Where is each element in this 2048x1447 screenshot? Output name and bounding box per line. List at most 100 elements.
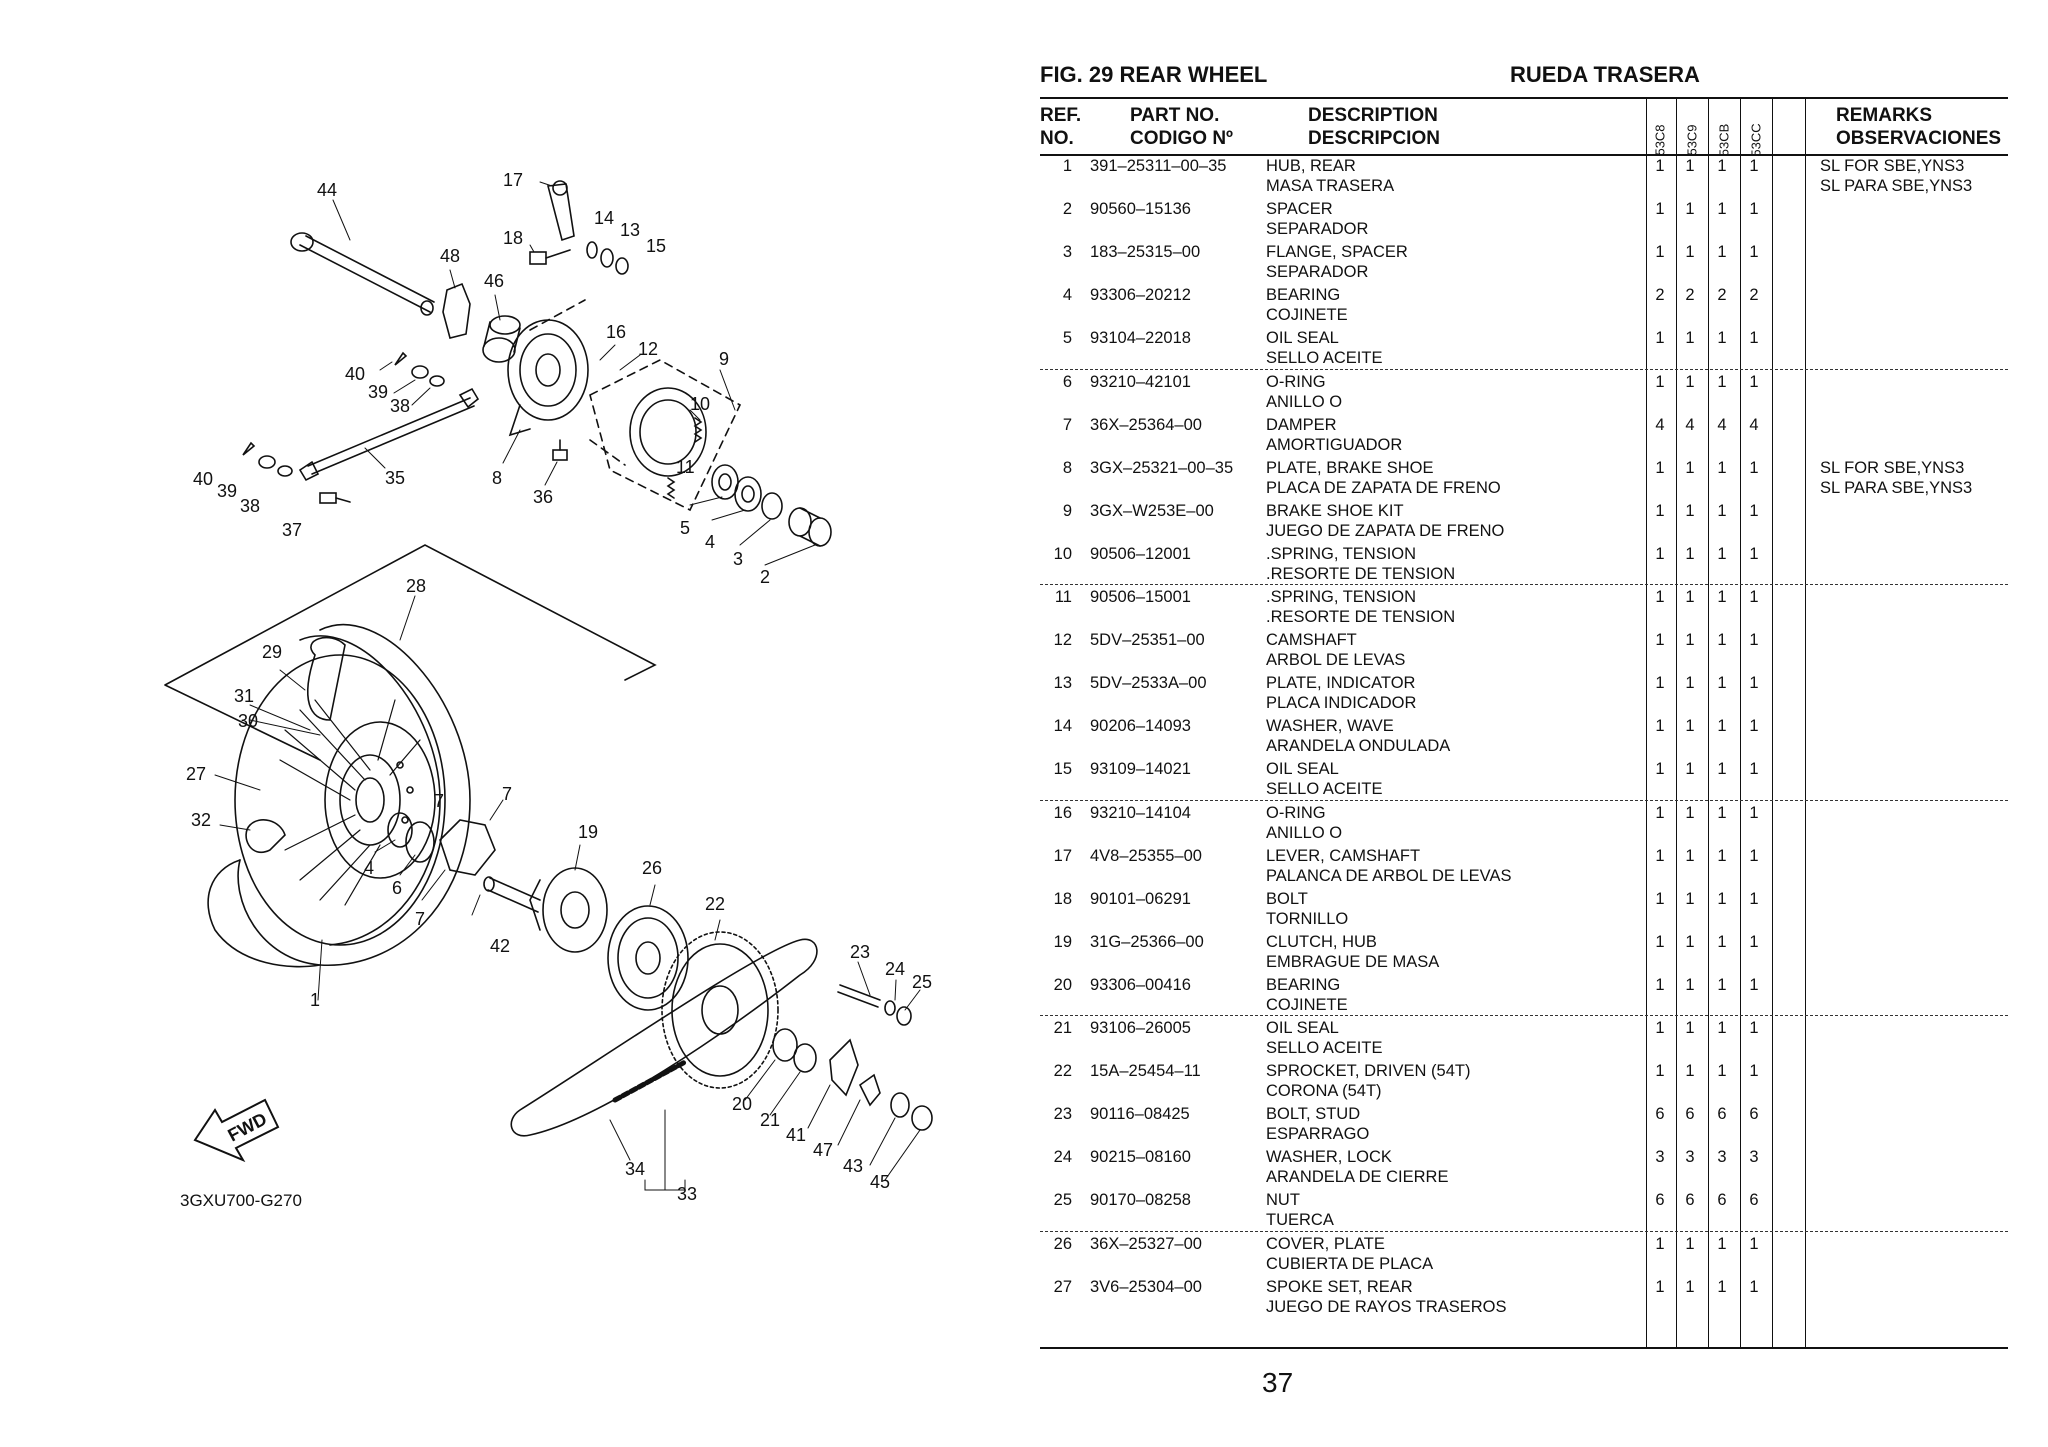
description-es-cell: JUEGO DE ZAPATA DE FRENO [1266,521,1505,540]
callout: 44 [317,180,337,200]
chain-drawing [510,938,818,1137]
callout: 1 [310,990,320,1010]
quantity-cell: 1 [1655,458,1665,477]
quantity-cell: 1 [1685,588,1695,606]
quantity-cell: 2 [1717,286,1727,305]
quantity-cell: 1 [1685,544,1695,563]
description-en-cell: SPROCKET, DRIVEN (54T) [1266,1062,1471,1081]
quantity-cell: 1 [1685,760,1695,779]
ref-cell: 9 [1062,501,1072,520]
description-en-cell: OIL SEAL [1266,329,1339,348]
remark-es-cell: SL PARA SBE,YNS3 [1820,177,1973,195]
col-header-description: DESCRIPTION DESCRIPCION [1308,105,1440,149]
callout: 23 [850,942,870,962]
quantity-cell: 1 [1749,846,1759,865]
quantity-cell: 4 [1655,415,1665,434]
part-number-cell: 183–25315–00 [1090,243,1201,262]
quantity-cell: 2 [1685,286,1695,305]
quantity-cell: 1 [1749,372,1759,391]
quantity-cell: 4 [1685,415,1695,434]
part-number-cell: 3GX–W253E–00 [1090,501,1214,520]
callout: 12 [638,339,658,359]
group-divider [1040,368,2008,370]
callout: 4 [364,858,374,878]
ref-cell: 10 [1053,544,1072,563]
quantity-cell: 6 [1685,1105,1695,1124]
callout: 43 [843,1156,863,1176]
quantity-cell: 1 [1685,803,1695,822]
callout: 36 [533,487,553,507]
part-number-cell: 90560–15136 [1090,200,1191,219]
callout: 7 [502,784,512,804]
quantity-cell: 1 [1685,631,1695,650]
quantity-cell: 1 [1655,372,1665,391]
quantity-cell: 1 [1717,932,1727,951]
figure-title: FIG. 29 REAR WHEEL [1040,62,1268,87]
part-number-cell: 93210–42101 [1090,372,1191,391]
description-es-cell: ARANDELA DE CIERRE [1266,1168,1449,1187]
quantity-cell: 6 [1685,1191,1695,1210]
callout: 45 [870,1172,890,1192]
ref-cell: 5 [1062,329,1072,348]
quantity-cell: 1 [1749,1062,1759,1081]
callout: 48 [440,246,460,266]
ref-cell: 20 [1053,975,1072,994]
description-es-cell: CUBIERTA DE PLACA [1266,1254,1434,1273]
ref-cell: 24 [1053,1148,1072,1167]
quantity-cell: 1 [1749,329,1759,348]
quantity-cell: 1 [1655,329,1665,348]
quantity-cell: 1 [1717,717,1727,736]
callout: 26 [642,858,662,878]
callout: 34 [625,1159,645,1179]
quantity-cell: 1 [1717,329,1727,348]
quantity-cell: 1 [1717,803,1727,822]
callout: 29 [262,642,282,662]
description-en-cell: BRAKE SHOE KIT [1266,501,1404,520]
quantity-cell: 1 [1717,1234,1727,1253]
col-header-ref: REF. NO. [1040,105,1082,149]
quantity-cell: 1 [1655,674,1665,693]
callout: 18 [503,228,523,248]
quantity-cell: 4 [1717,415,1727,434]
description-en-cell: NUT [1266,1191,1300,1210]
description-es-cell: COJINETE [1266,306,1348,325]
part-number-cell: 93104–22018 [1090,329,1191,348]
callout: 24 [885,959,905,979]
quantity-cell: 1 [1749,631,1759,650]
quantity-cell: 3 [1717,1148,1727,1167]
description-en-cell: .SPRING, TENSION [1266,544,1417,563]
quantity-cell: 1 [1717,501,1727,520]
quantity-cell: 6 [1717,1191,1727,1210]
quantity-cell: 1 [1717,1062,1727,1081]
wheel-drawing [207,623,471,968]
part-number-cell: 93106–26005 [1090,1019,1191,1037]
callout: 33 [677,1184,697,1204]
callout: 2 [760,567,770,587]
wheel-assembly-frame [164,544,657,761]
quantity-cell: 1 [1685,889,1695,908]
description-es-cell: JUEGO DE RAYOS TRASEROS [1266,1297,1507,1316]
quantity-cell: 1 [1655,544,1665,563]
quantity-cell: 1 [1749,932,1759,951]
description-en-cell: FLANGE, SPACER [1266,243,1408,262]
ref-cell: 16 [1053,803,1072,822]
bracket-drawing [442,282,471,339]
description-es-cell: .RESORTE DE TENSION [1266,608,1456,626]
callout: 22 [705,894,725,914]
ref-cell: 23 [1053,1105,1072,1124]
part-number-cell: 31G–25366–00 [1090,932,1204,951]
quantity-cell: 2 [1749,286,1759,305]
description-en-cell: WASHER, WAVE [1266,717,1394,736]
callout: 40 [193,469,213,489]
quantity-cell: 1 [1749,1277,1759,1296]
callout: 32 [191,810,211,830]
quantity-cell: 1 [1655,157,1665,175]
description-en-cell: OIL SEAL [1266,1019,1339,1037]
